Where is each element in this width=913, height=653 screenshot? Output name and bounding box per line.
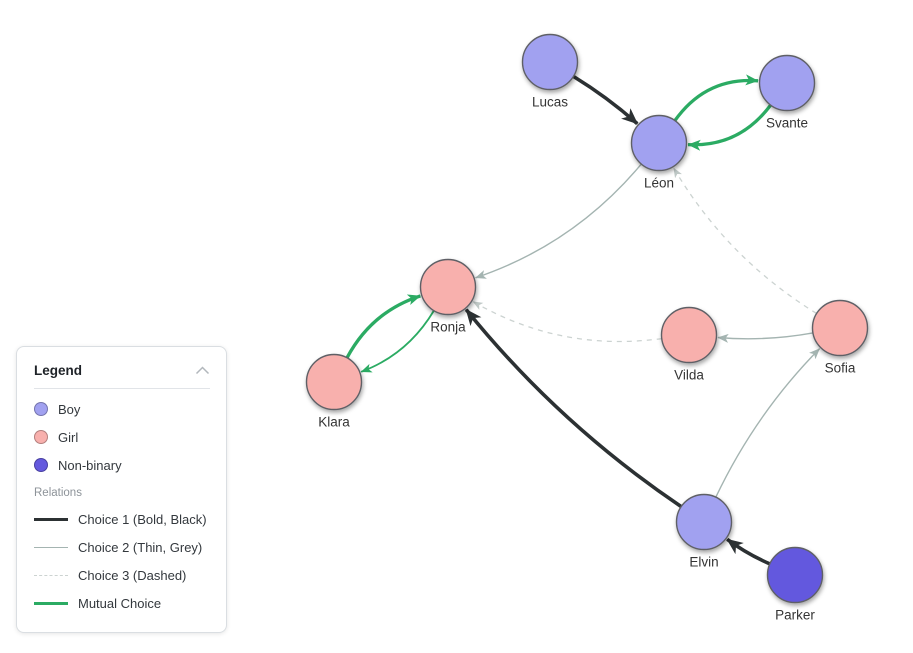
legend-item-mutual: Mutual Choice: [34, 589, 210, 617]
node-label-sofia: Sofia: [825, 361, 856, 376]
relations-heading: Relations: [34, 486, 82, 499]
legend-item-label: Choice 2 (Thin, Grey): [78, 539, 203, 555]
node-label-lucas: Lucas: [532, 95, 568, 110]
node-ronja[interactable]: [419, 258, 477, 316]
node-lucas[interactable]: [521, 33, 579, 91]
edge-ronja-klara[interactable]: [360, 310, 435, 373]
chevron-up-icon[interactable]: [195, 365, 210, 375]
legend-item-girl: Girl: [34, 423, 210, 451]
legend-item-boy: Boy: [34, 395, 210, 423]
node-leon[interactable]: [630, 114, 688, 172]
legend-item-choice1: Choice 1 (Bold, Black): [34, 505, 210, 533]
node-svante[interactable]: [758, 54, 816, 112]
legend-panel: Legend Boy Girl Non-binary Relations Cho…: [16, 346, 227, 633]
edge-parker-elvin[interactable]: [726, 537, 771, 566]
edge-lucas-leon[interactable]: [572, 74, 639, 126]
node-sofia[interactable]: [811, 299, 869, 357]
edge-vilda-ronja[interactable]: [472, 301, 662, 343]
legend-divider: [34, 388, 210, 389]
boy-node-swatch: [34, 402, 48, 416]
legend-item-label: Mutual Choice: [78, 595, 162, 611]
node-label-leon: Léon: [644, 176, 674, 191]
node-label-ronja: Ronja: [430, 320, 466, 335]
edge-leon-svante[interactable]: [673, 74, 759, 122]
node-klara[interactable]: [305, 353, 363, 411]
node-elvin[interactable]: [675, 493, 733, 551]
legend-item-nonbinary: Non-binary: [34, 451, 210, 479]
choice2-line-swatch: [34, 546, 68, 548]
legend-item-choice2: Choice 2 (Thin, Grey): [34, 533, 210, 561]
legend-item-label: Non-binary: [58, 457, 122, 473]
mutual-line-swatch: [34, 601, 68, 605]
edge-klara-ronja[interactable]: [345, 294, 421, 359]
node-label-elvin: Elvin: [689, 555, 718, 570]
node-parker[interactable]: [766, 546, 824, 604]
legend-title: Legend: [34, 362, 83, 378]
legend-header[interactable]: Legend: [34, 360, 210, 380]
node-vilda[interactable]: [660, 306, 718, 364]
edge-elvin-sofia[interactable]: [715, 348, 821, 498]
edge-elvin-ronja[interactable]: [464, 308, 683, 509]
edge-sofia-vilda[interactable]: [717, 332, 814, 343]
legend-item-choice3: Choice 3 (Dashed): [34, 561, 210, 589]
edge-layer: [345, 74, 821, 566]
legend-item-label: Girl: [58, 429, 79, 445]
edge-leon-ronja[interactable]: [475, 163, 642, 279]
node-label-parker: Parker: [775, 608, 815, 623]
legend-item-label: Choice 3 (Dashed): [78, 567, 187, 583]
node-label-vilda: Vilda: [674, 368, 704, 383]
choice3-line-swatch: [34, 574, 68, 576]
legend-item-label: Boy: [58, 401, 81, 417]
edge-svante-leon[interactable]: [687, 104, 772, 151]
choice1-line-swatch: [34, 517, 68, 521]
girl-node-swatch: [34, 430, 48, 444]
legend-item-label: Choice 1 (Bold, Black): [78, 511, 207, 527]
node-label-svante: Svante: [766, 116, 808, 131]
node-label-klara: Klara: [318, 415, 350, 430]
nonbinary-node-swatch: [34, 458, 48, 472]
edge-sofia-leon[interactable]: [673, 167, 817, 315]
